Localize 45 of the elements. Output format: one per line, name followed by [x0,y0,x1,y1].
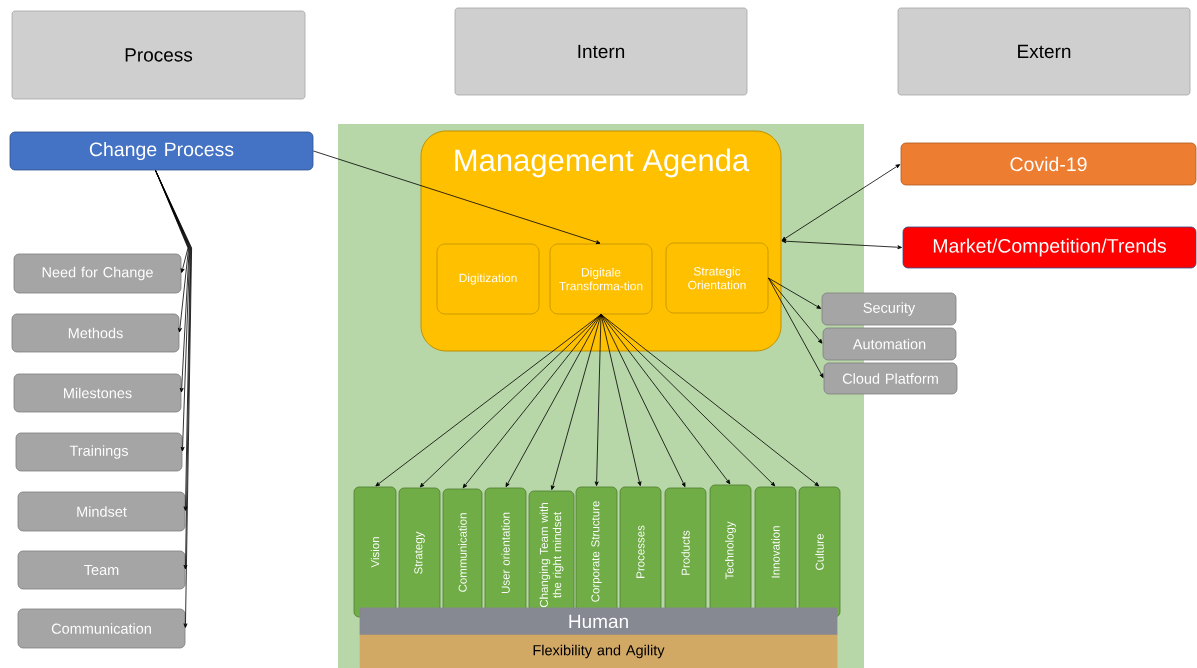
pillar-box: Strategy [398,487,441,619]
pillar-box: Vision [353,486,397,618]
arrow [768,277,822,309]
arrow [375,314,602,487]
arrow [768,277,824,378]
header-box: Extern [897,7,1191,96]
process-box: Change Process [9,131,314,171]
arrow [600,314,686,488]
pillar-box: User orientation [484,487,527,619]
pillar-box: Technology [709,484,752,617]
topic-box: Digitization [436,243,540,315]
arrow [600,314,820,487]
topic-box: Team [17,550,186,590]
arrow [462,314,602,489]
header-box: Intern [454,7,748,96]
topic-box: Mindset [17,491,186,532]
topic-box: Communication [17,608,186,649]
pillar-box: Communication [442,488,483,617]
topic-box: Digitale Transforma-tion [549,243,653,315]
topic-box: Milestones [13,373,182,413]
arrow [781,239,902,250]
factor-box: Covid-19 [900,142,1197,186]
arrow [781,164,901,241]
pillar-box: Products [664,487,707,619]
topic-box: Security [821,292,957,326]
band: Human [359,607,838,636]
factor-box: Market/Competition/Trends [902,226,1197,269]
arrow [600,314,642,486]
topic-box: Strategic Orientation [665,242,769,314]
arrow [594,314,602,486]
arrow [505,314,602,488]
pillar-box: Innovation [754,486,797,618]
topic-box: Methods [11,313,180,353]
arrow [600,314,776,487]
topic-box: Automation [822,327,957,361]
arrow [768,277,823,344]
topic-box: Cloud Platform [823,362,958,395]
arrow [313,150,601,245]
pillar-box: Culture [798,486,841,618]
pillar-box: Processes [619,486,662,618]
arrow [550,314,602,490]
topic-box: Need for Change [13,253,182,294]
header-box: Process [11,10,306,100]
topic-box: Trainings [15,432,183,472]
band: Flexibility and Agility [359,634,838,668]
